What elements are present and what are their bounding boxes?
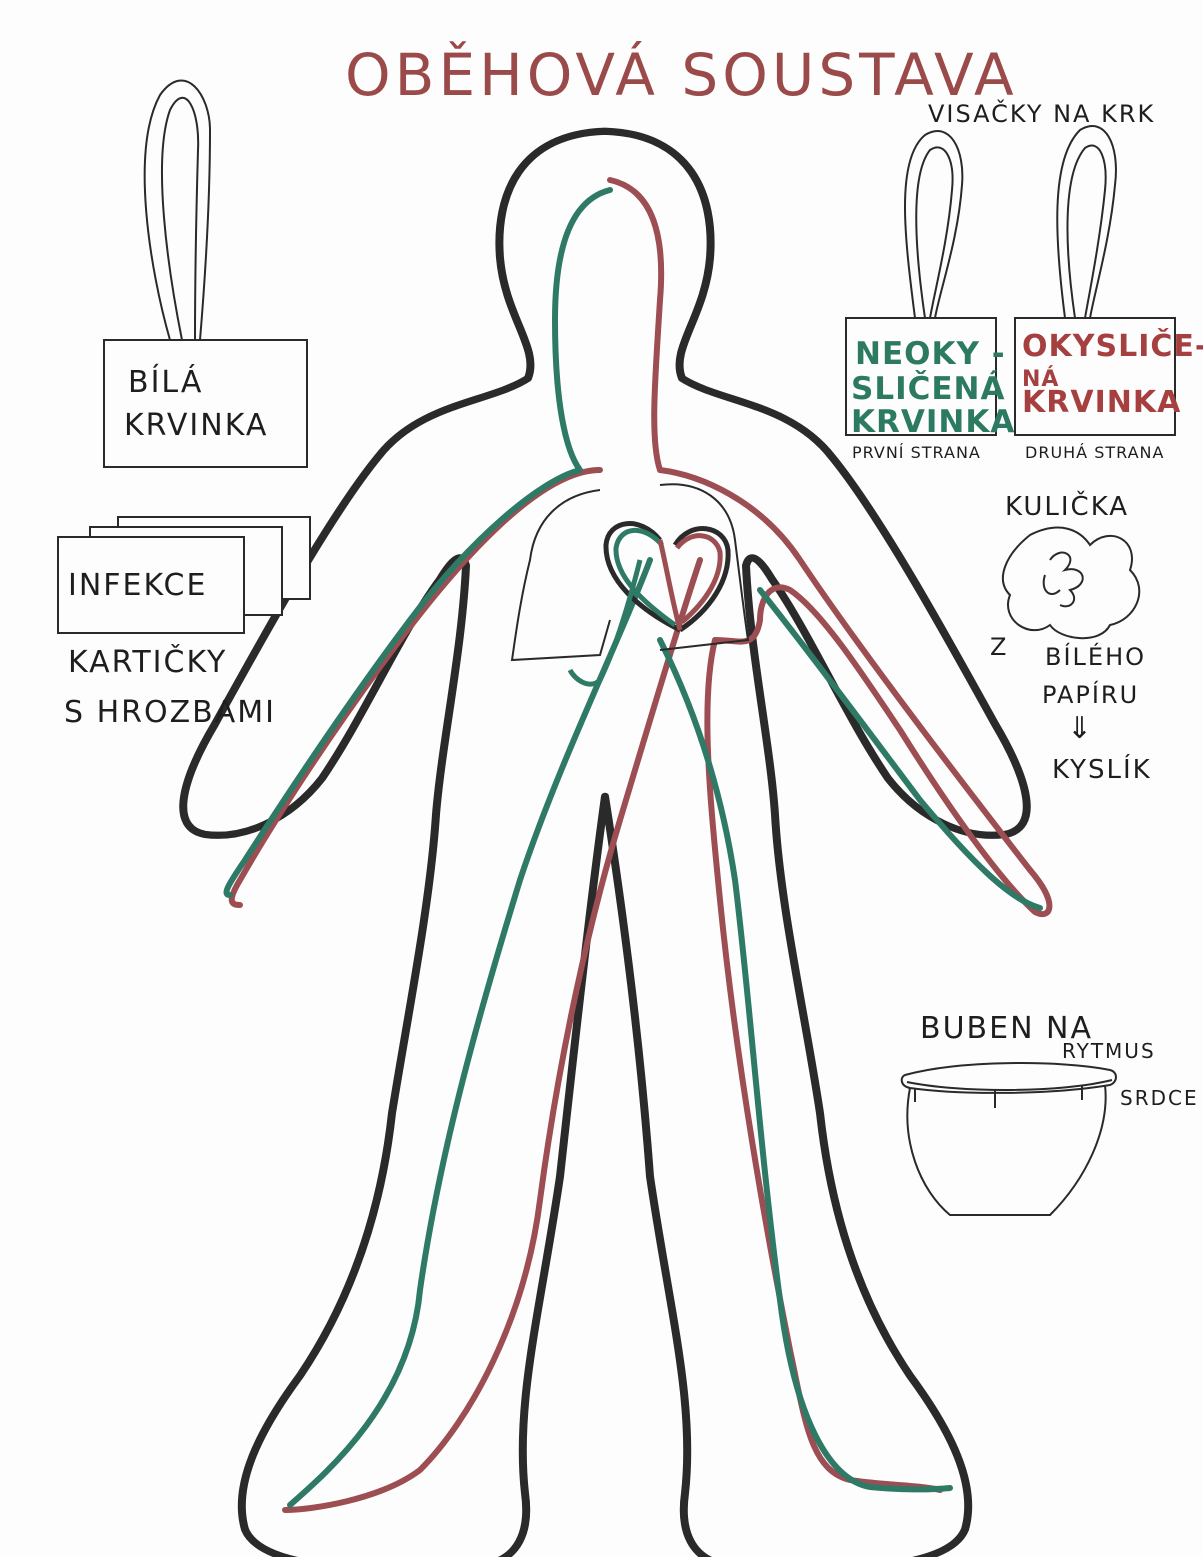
- white-cell-tag: BÍLÁ KRVINKA: [104, 81, 307, 467]
- front-tag-line3: KRVINKA: [851, 404, 1015, 440]
- ball-arrow-icon: ⇓: [1067, 711, 1094, 746]
- page-title: OBĚHOVÁ SOUSTAVA: [345, 40, 1018, 109]
- cards-caption-line1: KARTIČKY: [68, 643, 227, 680]
- ball-result: KYSLÍK: [1052, 753, 1152, 785]
- neck-tag-back: OKYSLIČE- NÁ KRVINKA DRUHÁ STRANA: [1015, 126, 1203, 462]
- white-cell-line1: BÍLÁ: [128, 364, 203, 400]
- ball-heading: KULIČKA: [1005, 490, 1129, 522]
- cards-caption-line2: S HROZBAMI: [64, 695, 276, 730]
- front-tag-line1: NEOKY -: [855, 336, 1006, 372]
- ball-from: Z: [990, 633, 1008, 661]
- back-tag-caption: DRUHÁ STRANA: [1025, 443, 1164, 462]
- paper-ball-icon: [1003, 528, 1139, 639]
- ball-line2: BÍLÉHO: [1045, 642, 1146, 671]
- white-cell-line2: KRVINKA: [124, 408, 268, 443]
- drum-icon: [902, 1063, 1116, 1215]
- neck-tags-heading: VISAČKY NA KRK: [928, 98, 1155, 128]
- lungs: [512, 484, 748, 660]
- front-tag-caption: PRVNÍ STRANA: [852, 443, 981, 462]
- drum-line2: RYTMUS: [1062, 1039, 1156, 1063]
- front-tag-line2: SLIČENÁ: [851, 370, 1005, 407]
- back-tag-line1: OKYSLIČE-: [1022, 327, 1203, 364]
- infection-card-label: INFEKCE: [68, 568, 207, 603]
- ball-line3: PAPÍRU: [1042, 680, 1139, 709]
- heart: [570, 524, 728, 685]
- neck-tag-front: NEOKY - SLIČENÁ KRVINKA PRVNÍ STRANA: [846, 131, 1015, 462]
- back-tag-line3: KRVINKA: [1022, 385, 1181, 420]
- threat-cards: INFEKCE: [58, 517, 310, 633]
- drum-line3: SRDCE: [1120, 1086, 1199, 1110]
